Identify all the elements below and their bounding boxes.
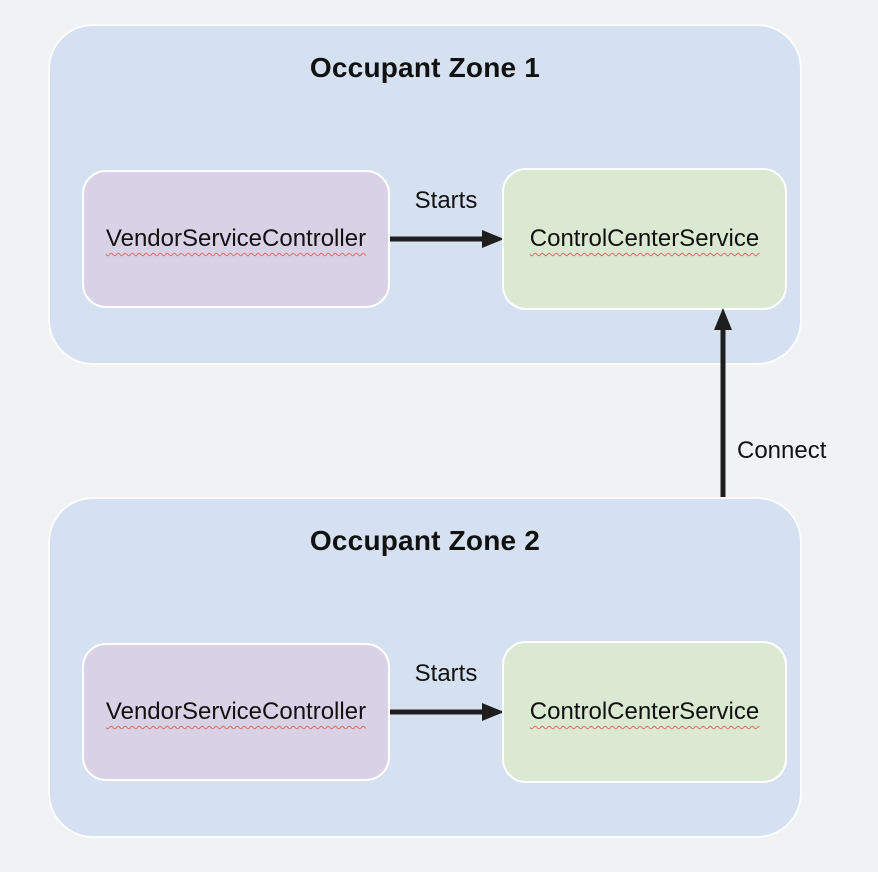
starts-arrow-icon — [390, 230, 504, 248]
starts-edge-label: Starts — [414, 187, 478, 214]
connect-edge-label: Connect — [737, 437, 827, 464]
control-center-service-node: ControlCenterService — [502, 168, 787, 310]
control-center-service-node: ControlCenterService — [502, 641, 787, 783]
vendor-service-controller-label: VendorServiceController — [105, 698, 367, 725]
control-center-service-label: ControlCenterService — [529, 225, 760, 252]
starts-arrow-icon — [390, 703, 504, 721]
vendor-service-controller-node: VendorServiceController — [82, 643, 390, 781]
zone-title: Occupant Zone 2 — [309, 525, 541, 556]
control-center-service-label: ControlCenterService — [529, 698, 760, 725]
zone-title: Occupant Zone 1 — [309, 52, 541, 83]
occupant-zone-2: Occupant Zone 2 VendorServiceController … — [48, 497, 802, 838]
vendor-service-controller-label: VendorServiceController — [105, 225, 367, 252]
vendor-service-controller-node: VendorServiceController — [82, 170, 390, 308]
starts-edge-label: Starts — [414, 660, 478, 687]
occupant-zone-1: Occupant Zone 1 VendorServiceController … — [48, 24, 802, 365]
